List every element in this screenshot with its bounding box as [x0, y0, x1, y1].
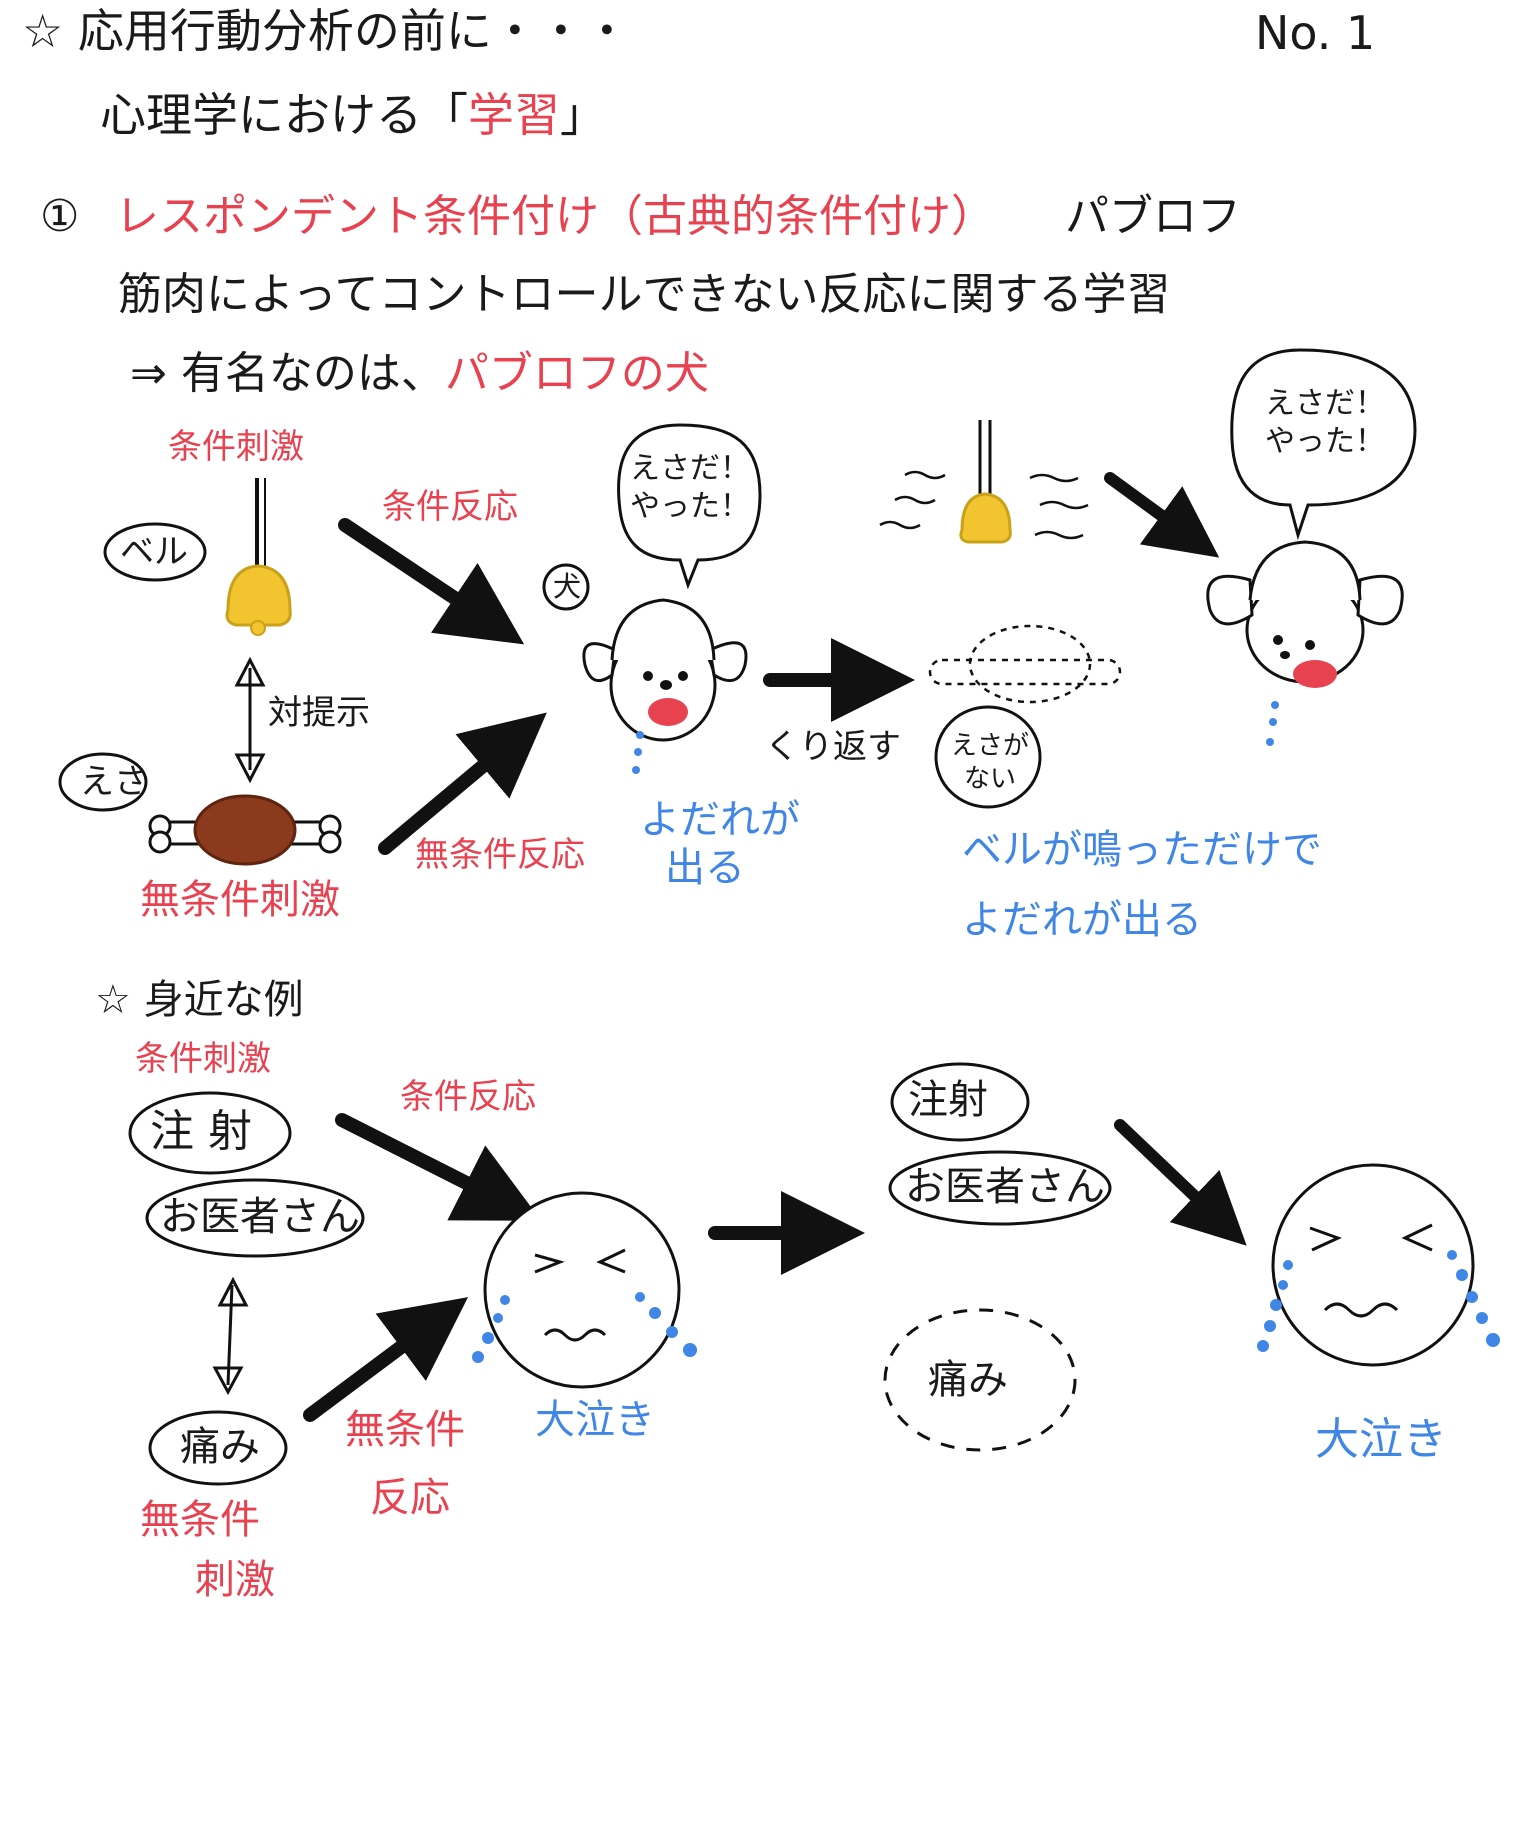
- no-food-line1: えさが: [950, 731, 1029, 761]
- no-food-line2: ない: [963, 763, 1016, 794]
- section-definition: 筋肉によってコントロールできない反応に関する学習: [118, 269, 1171, 320]
- bell-label: ベル: [120, 532, 188, 572]
- cs-label: 条件刺激: [168, 427, 304, 467]
- pain-label-2: 痛み: [928, 1357, 1008, 1403]
- famous-example: ⇒ 有名なのは、パブロフの犬: [130, 352, 709, 396]
- missing-pain-oval: [883, 1308, 1077, 1452]
- example-us-line2: 刺激: [195, 1557, 275, 1603]
- crying-face-icon-2: [1257, 1163, 1500, 1367]
- bubble2-line2: やった！: [1265, 423, 1385, 459]
- ur-arrow: [378, 712, 547, 855]
- section-name: レスポンデント条件付け（古典的条件付け）: [115, 191, 995, 242]
- pairing-label: 対提示: [268, 693, 370, 733]
- pairing-double-arrow: [234, 656, 266, 784]
- injection-label: 注 射: [150, 1106, 252, 1157]
- dog-icon: [582, 598, 748, 774]
- crying-label: 大泣き: [535, 1397, 655, 1443]
- dog-label-circle: [542, 563, 590, 611]
- no-food-oval: [934, 705, 1042, 809]
- repeat-label: くり返す: [765, 727, 901, 767]
- doctor-label-2: お医者さん: [905, 1164, 1105, 1210]
- bell-icon: [225, 478, 292, 636]
- speech-bubble-1: [617, 423, 762, 590]
- drool-line1: よだれが: [640, 797, 800, 843]
- ringing-bell-icon: [879, 420, 1089, 544]
- meat-bone-icon: [148, 794, 342, 866]
- food-label-oval: [58, 752, 148, 812]
- ur-label: 無条件反応: [415, 835, 585, 875]
- bubble2-line1: えさだ！: [1265, 386, 1385, 421]
- dog-label: 犬: [553, 570, 582, 603]
- page-number: No. 1: [1255, 6, 1376, 60]
- example-heading: ☆ 身近な例: [95, 977, 304, 1023]
- speech-bubble-2: [1230, 348, 1417, 541]
- missing-food-icon: [928, 624, 1122, 704]
- example-cs-label: 条件刺激: [135, 1039, 271, 1079]
- subtitle-prefix: 心理学における「: [100, 88, 468, 142]
- injection-oval-2: [890, 1062, 1030, 1142]
- ur-arrow-2: [303, 1297, 469, 1422]
- drool-line2: 出る: [665, 845, 745, 891]
- result-arrow: [1104, 472, 1220, 558]
- bubble1-text: えさだ！やった！: [625, 450, 755, 525]
- dog-icon-2: [1206, 540, 1404, 746]
- result-arrow-2: [1114, 1119, 1247, 1246]
- subtitle-emphasis: 学習: [468, 88, 560, 142]
- doctor-oval-2: [888, 1150, 1112, 1226]
- result-line2: よだれが出る: [962, 897, 1202, 943]
- famous-emphasis: パブロフの犬: [444, 348, 709, 399]
- example-ur-line1: 無条件: [345, 1407, 465, 1453]
- injection-label-2: 注射: [908, 1077, 988, 1123]
- bubble1-line2: やった！: [630, 488, 750, 524]
- cr-arrow-2: [335, 1113, 542, 1221]
- cr-label: 条件反応: [382, 487, 518, 527]
- bell-label-oval: [103, 522, 207, 582]
- page-title: ☆ 応用行動分析の前に・・・: [22, 4, 630, 58]
- section-number: ①: [40, 191, 80, 242]
- crying-face-icon: [472, 1191, 697, 1389]
- crying-label-2: 大泣き: [1315, 1414, 1447, 1465]
- famous-prefix: ⇒ 有名なのは、: [130, 348, 445, 399]
- example-ur-line2: 反応: [370, 1475, 450, 1521]
- pain-oval: [148, 1410, 288, 1486]
- us-label: 無条件刺激: [140, 877, 340, 923]
- injection-oval: [128, 1091, 292, 1175]
- section-person: パブロフ: [1065, 191, 1241, 242]
- bubble2-text: えさだ！やった！: [1245, 385, 1405, 460]
- example-cr-label: 条件反応: [400, 1077, 536, 1117]
- result-line1: ベルが鳴っただけで: [962, 827, 1322, 873]
- example-us-line1: 無条件: [140, 1497, 260, 1543]
- cr-arrow: [338, 518, 525, 645]
- doctor-label: お医者さん: [160, 1194, 360, 1240]
- food-label: えさ: [80, 762, 148, 802]
- doctor-oval: [145, 1178, 365, 1258]
- pain-label: 痛み: [180, 1424, 260, 1470]
- bubble1-line1: えさだ！: [630, 451, 750, 486]
- subtitle-suffix: 」: [560, 88, 606, 142]
- no-food-text: えさがない: [940, 730, 1040, 795]
- subtitle: 心理学における「学習」: [100, 92, 606, 138]
- pairing-double-arrow-2: [212, 1276, 249, 1396]
